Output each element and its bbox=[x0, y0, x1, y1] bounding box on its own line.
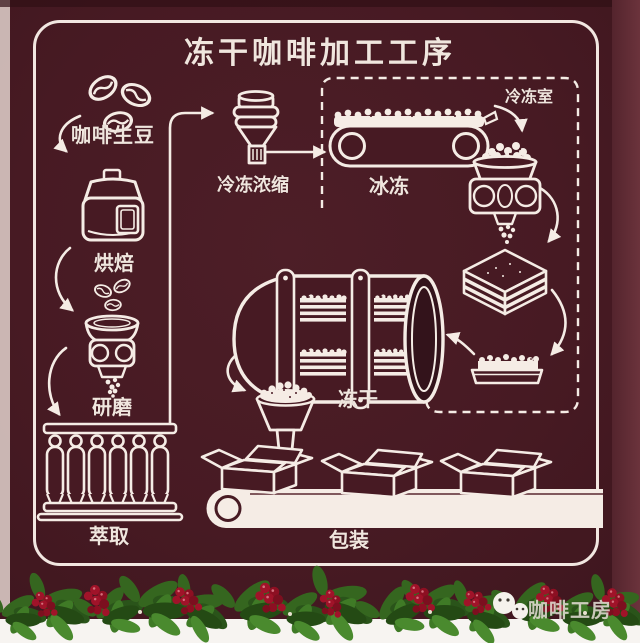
right-page-edge bbox=[612, 0, 640, 618]
frozen-slab-icon bbox=[462, 248, 548, 316]
top-shadow-edge bbox=[0, 0, 640, 7]
packing-boxes bbox=[200, 444, 553, 499]
diagram-title: 冻干咖啡加工工序 bbox=[184, 36, 456, 71]
label-freeze-concentration: 冷冻浓缩 bbox=[217, 175, 289, 196]
roaster-icon bbox=[81, 168, 145, 242]
crusher-icon bbox=[468, 142, 542, 244]
label-roasting: 烘焙 bbox=[94, 251, 134, 275]
packing-box-icon bbox=[200, 444, 314, 495]
filling-funnel-icon bbox=[255, 381, 316, 467]
label-freeze-drying: 冻干 bbox=[338, 387, 378, 411]
label-freezing: 冰冻 bbox=[369, 174, 409, 198]
label-grinding: 研磨 bbox=[92, 395, 132, 419]
freezer-room-box bbox=[320, 76, 580, 414]
label-green-beans: 咖啡生豆 bbox=[71, 123, 155, 147]
wechat-icon bbox=[493, 592, 528, 619]
freeze-dryer-drum-icon bbox=[232, 268, 445, 410]
granule-tray-icon bbox=[470, 354, 544, 385]
rounded-border-frame bbox=[33, 20, 599, 566]
label-freezer-room: 冷冻室 bbox=[504, 87, 553, 106]
left-page-edge bbox=[0, 0, 10, 612]
flow-arrows bbox=[47, 104, 567, 426]
extraction-columns-icon bbox=[36, 422, 184, 522]
packaging-conveyor-icon bbox=[206, 489, 603, 528]
freezing-conveyor-icon bbox=[328, 108, 499, 168]
freeze-concentrator-icon bbox=[232, 90, 280, 165]
brand-watermark: 咖啡工房 bbox=[528, 598, 612, 622]
grinder-icon bbox=[84, 275, 140, 398]
label-packaging: 包装 bbox=[329, 528, 369, 552]
garland-decoration bbox=[0, 560, 640, 643]
label-extraction: 萃取 bbox=[89, 524, 129, 548]
